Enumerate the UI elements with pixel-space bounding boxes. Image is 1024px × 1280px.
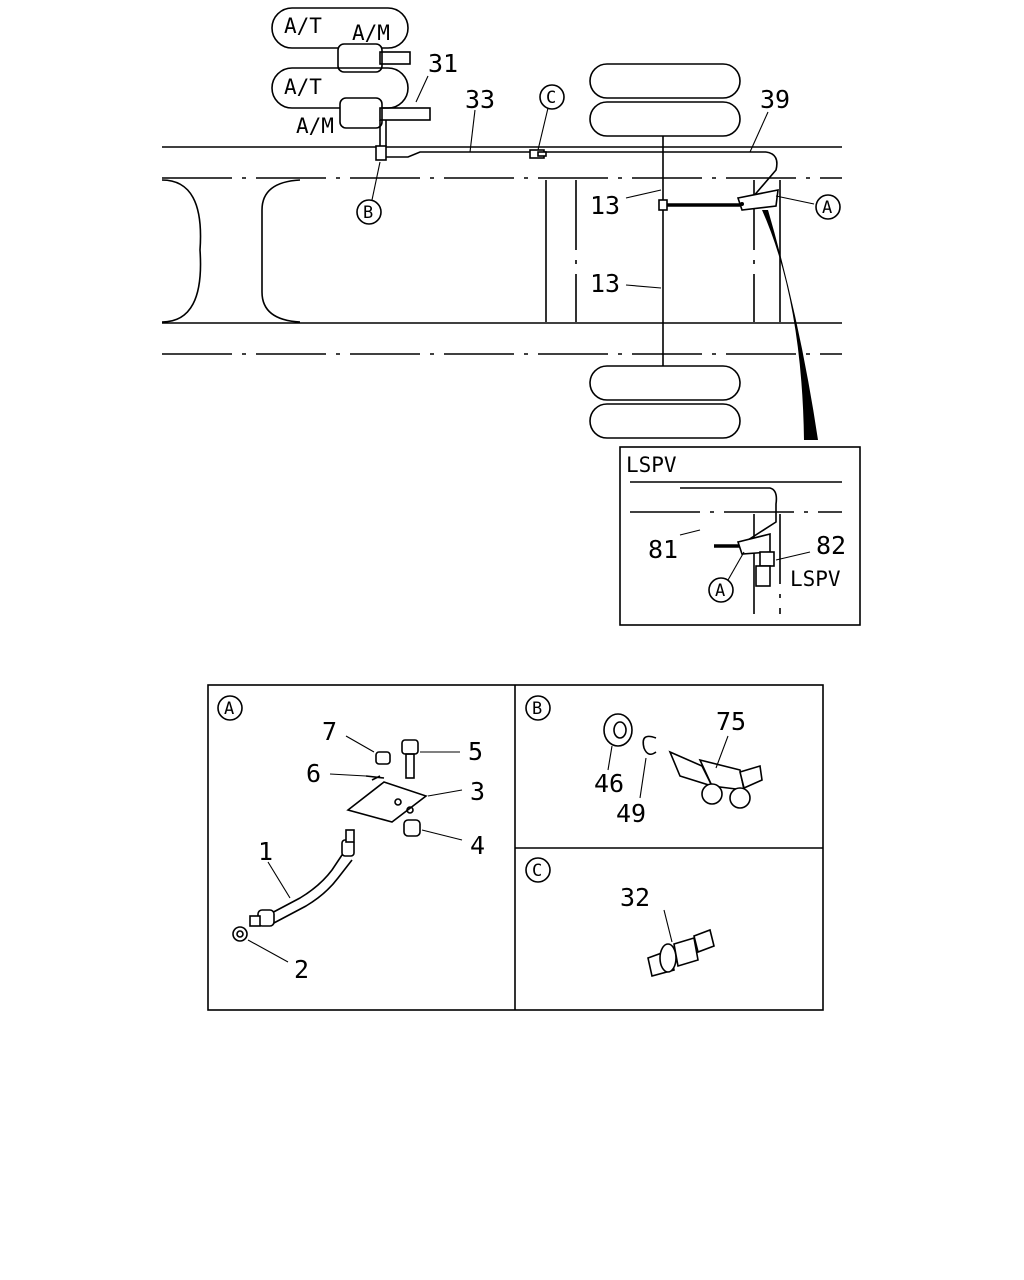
am-label-lower: A/M	[296, 114, 334, 138]
svg-text:C: C	[532, 861, 542, 881]
part-31-label: 31	[428, 49, 458, 78]
part-75-label: 75	[716, 707, 746, 736]
part-33-label: 33	[465, 85, 495, 114]
part-4-label: 4	[470, 831, 485, 860]
axle-callout-upper: A/T A/M	[271, 7, 411, 73]
ref-c-callout: C	[539, 84, 565, 110]
svg-text:A: A	[715, 581, 725, 601]
rear-wheel-lower	[589, 365, 741, 439]
chassis-frame	[161, 146, 842, 355]
part-49-label: 49	[616, 799, 646, 828]
svg-text:A: A	[224, 699, 234, 719]
panel-b: B 46 49 75	[525, 695, 763, 828]
part-46-label: 46	[594, 769, 624, 798]
lspv-inset-title: LSPV	[626, 453, 677, 477]
part-1-label: 1	[258, 837, 273, 866]
svg-text:B: B	[532, 699, 542, 719]
panel-a: A 7 5 6 3 4 1	[217, 695, 485, 984]
parts-panels	[207, 684, 824, 1011]
part-39-label: 39	[760, 85, 790, 114]
detail-pointer	[762, 210, 818, 440]
rear-wheel-upper	[589, 63, 741, 137]
lspv-label: LSPV	[790, 567, 841, 591]
svg-text:A: A	[822, 198, 832, 218]
part-5-label: 5	[468, 737, 483, 766]
part-7-label: 7	[322, 717, 337, 746]
part-3-label: 3	[470, 777, 485, 806]
at-label-lower: A/T	[284, 75, 322, 99]
svg-text:B: B	[363, 203, 373, 223]
part-13-label-upper: 13	[590, 191, 620, 220]
lspv-detail-inset: LSPV 81 82 LSPV A	[619, 446, 861, 626]
am-label-upper: A/M	[352, 21, 390, 45]
at-label-upper: A/T	[284, 14, 322, 38]
panel-c: C 32	[525, 857, 715, 977]
part-2-label: 2	[294, 955, 309, 984]
ref-b-callout: B	[356, 199, 382, 225]
ref-a-callout: A	[815, 194, 841, 220]
part-81-label: 81	[648, 535, 678, 564]
part-32-label: 32	[620, 883, 650, 912]
part-13-label-lower: 13	[590, 269, 620, 298]
svg-text:C: C	[546, 88, 556, 108]
axle-callout-lower: A/T A/M	[271, 67, 431, 138]
part-6-label: 6	[306, 759, 321, 788]
brake-pipe-33	[375, 120, 778, 199]
part-82-label: 82	[816, 531, 846, 560]
